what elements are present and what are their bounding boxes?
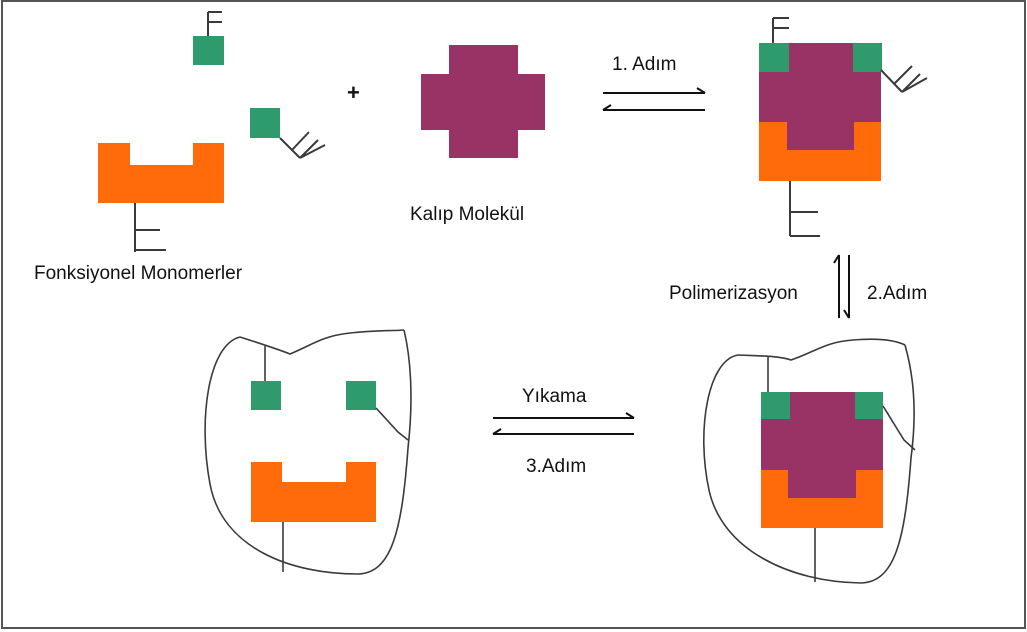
reverse-arrow-1 [602,104,705,111]
reverse-arrow-3 [492,428,634,435]
polymer-outline-right [703,344,915,584]
cavity-green-right [346,381,376,410]
imprinted-polymer [204,329,412,575]
up-arrow-2 [833,254,840,318]
complex-green-right [853,43,882,72]
monomer-tail-right [279,131,326,159]
prepolymer-complex [759,17,928,237]
functional-monomers-label: Fonksiyonel Monomerler [34,263,243,284]
cavity-orange [251,462,376,522]
template-molecule-label: Kalıp Molekül [410,204,524,225]
polymer-branch-right [882,405,916,451]
complex-purple [759,43,881,150]
forward-arrow-1 [603,87,706,94]
polymer-top-edge-left [239,329,405,355]
polymer-outline-left [204,329,412,575]
step2-label: 2.Adım [867,283,927,304]
polymerization-label: Polimerizasyon [669,283,798,304]
washing-label: Yıkama [522,386,587,407]
forward-arrow-3 [493,412,635,419]
down-arrow-2 [843,255,850,319]
monomer-tail-top [207,11,222,36]
orange-monomer [98,143,224,203]
polymer-top-edge-right [737,338,906,361]
template-molecule [421,45,545,158]
complex-green-left [759,43,789,72]
polymer-branch-left [375,407,409,441]
plus-sign: + [347,80,360,105]
step1-arrows: 1. Adım [602,54,706,111]
complex-tail-bottom [789,181,820,237]
polymer-with-template [703,338,916,584]
step3-arrows: Yıkama 3.Adım [492,386,635,477]
functional-monomers-group: Fonksiyonel Monomerler [34,11,326,284]
step3-label: 3.Adım [526,456,586,477]
complex-tail-top [772,17,789,43]
complex-tail-right [880,65,928,93]
cavity-green-left [251,381,281,410]
polymer-purple-right [761,392,883,498]
polymer-green-right-right [855,392,883,419]
step2-arrows: Polimerizasyon 2.Adım [669,254,927,319]
green-monomer-right [250,108,280,138]
monomer-tail-orange [134,203,166,252]
template-molecule-group: Kalıp Molekül [410,45,545,225]
polymer-green-left-right [761,392,790,419]
step1-label: 1. Adım [612,54,676,75]
green-monomer-top [193,36,224,65]
